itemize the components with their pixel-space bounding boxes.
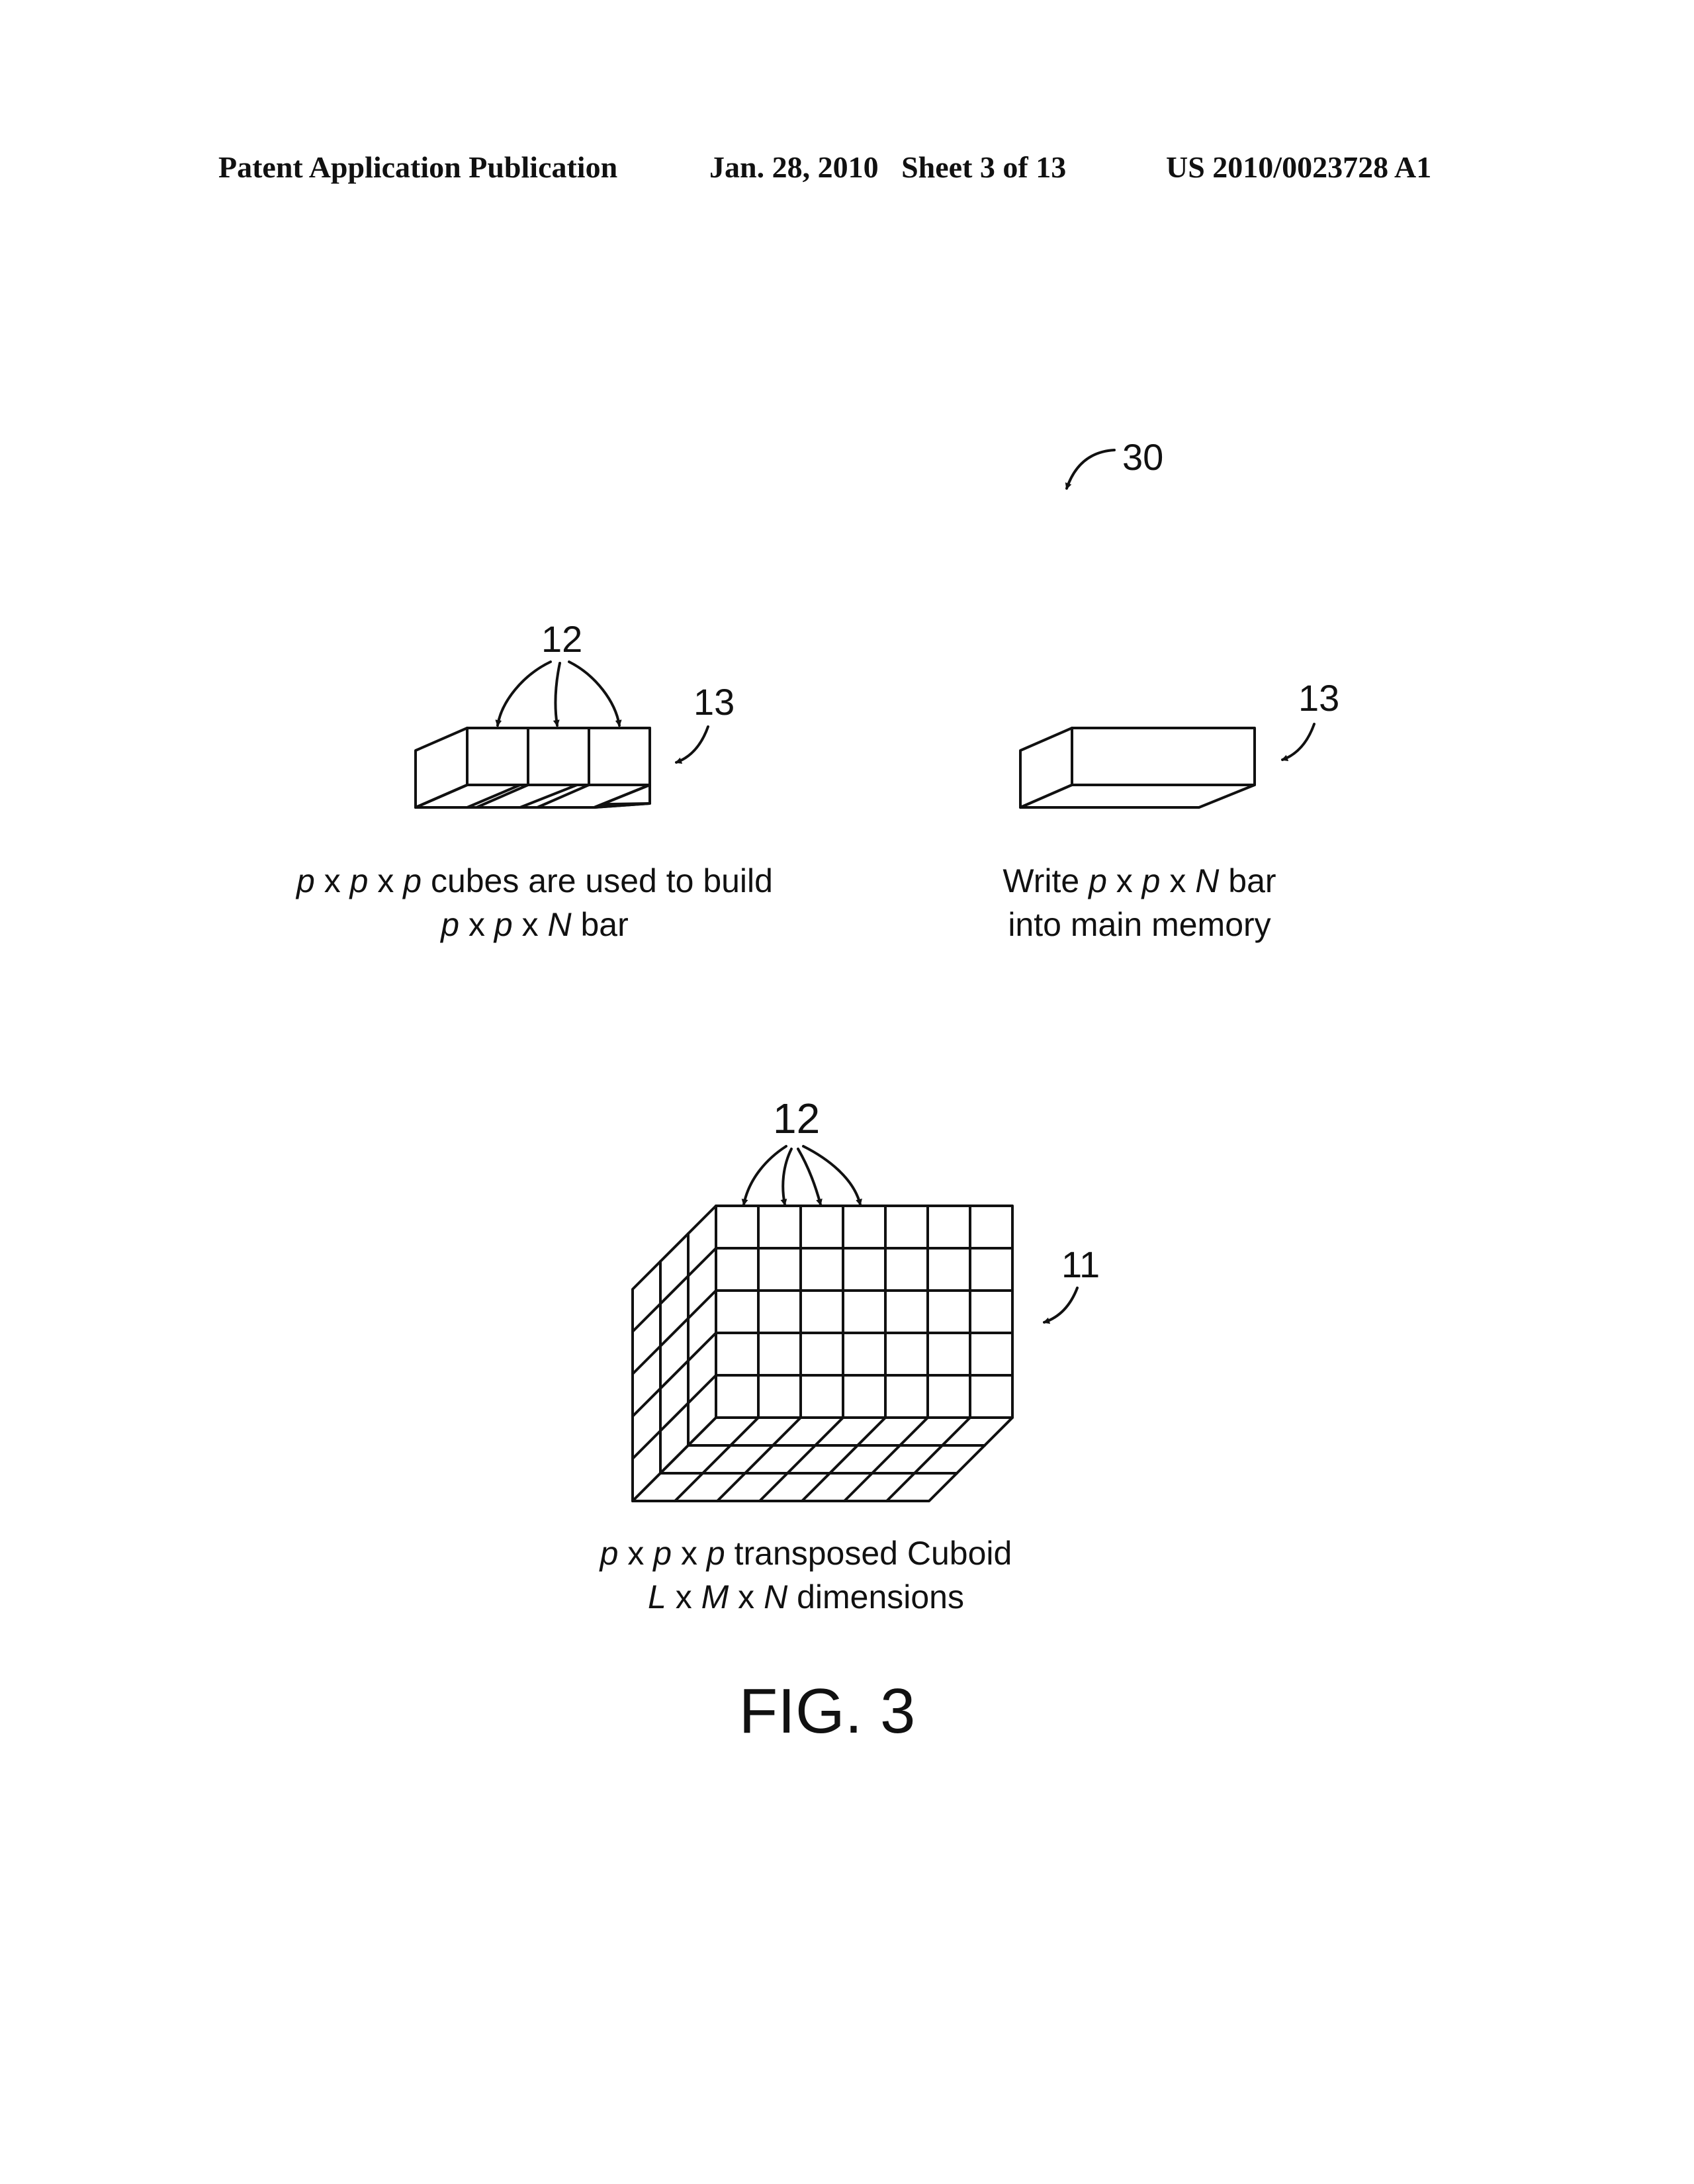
ref-13-right-arrow xyxy=(1282,724,1314,760)
solid-bar-front-face xyxy=(1072,728,1255,785)
ref-12-bottom-arrow-1 xyxy=(744,1146,786,1205)
cube-front-2 xyxy=(528,728,589,785)
ref-13-left-arrow xyxy=(676,727,708,762)
ref-30-arrow xyxy=(1067,450,1114,488)
ref-12-arrow-2 xyxy=(555,663,560,725)
solid-bar-diagram: 13 xyxy=(1020,677,1339,807)
ref-12-arrow-1 xyxy=(498,662,551,725)
caption-right-line1: Write p x p x N bar xyxy=(1003,862,1276,899)
ref-12-arrow-3 xyxy=(569,662,619,725)
page-header: Patent Application Publication Jan. 28, … xyxy=(218,150,1431,184)
ref-13-left-label: 13 xyxy=(693,681,735,723)
ref-30-label: 30 xyxy=(1122,436,1163,478)
ref-11-arrow xyxy=(1044,1288,1077,1322)
ref-12-bottom-arrow-3 xyxy=(798,1149,821,1205)
caption-left-line1: p x p x p cubes are used to build xyxy=(295,862,773,899)
caption-bottom: p x p x p transposed Cuboid L x M x N di… xyxy=(599,1535,1012,1615)
caption-right-line2: into main memory xyxy=(1008,906,1270,943)
ref-12-bottom-arrow-2 xyxy=(783,1149,791,1205)
ref-13-right-label: 13 xyxy=(1298,677,1339,719)
caption-left-line2: p x p x N bar xyxy=(439,906,629,943)
caption-bottom-line2: L x M x N dimensions xyxy=(648,1578,964,1615)
ref-12-top-label: 12 xyxy=(541,618,582,660)
bar-of-cubes-diagram: 12 13 xyxy=(416,618,735,807)
cube-front-3 xyxy=(589,728,650,785)
date-sheet-info: Jan. 28, 2010 Sheet 3 of 13 xyxy=(709,150,1066,184)
cuboid-grid-diagram xyxy=(633,1206,1012,1501)
publication-title: Patent Application Publication xyxy=(218,150,617,184)
cuboid-front-face xyxy=(716,1206,1012,1418)
cube-front-1 xyxy=(467,728,528,785)
figure-label: FIG. 3 xyxy=(739,1676,916,1747)
caption-right: Write p x p x N bar into main memory xyxy=(1003,862,1276,943)
caption-left: p x p x p cubes are used to build p x p … xyxy=(295,862,773,943)
ref-11-label: 11 xyxy=(1061,1244,1100,1285)
ref-12-bottom-label: 12 xyxy=(773,1095,820,1142)
caption-bottom-line1: p x p x p transposed Cuboid xyxy=(599,1535,1012,1572)
patent-number: US 2010/0023728 A1 xyxy=(1166,150,1431,184)
figure-ref-30: 30 xyxy=(1067,436,1163,488)
